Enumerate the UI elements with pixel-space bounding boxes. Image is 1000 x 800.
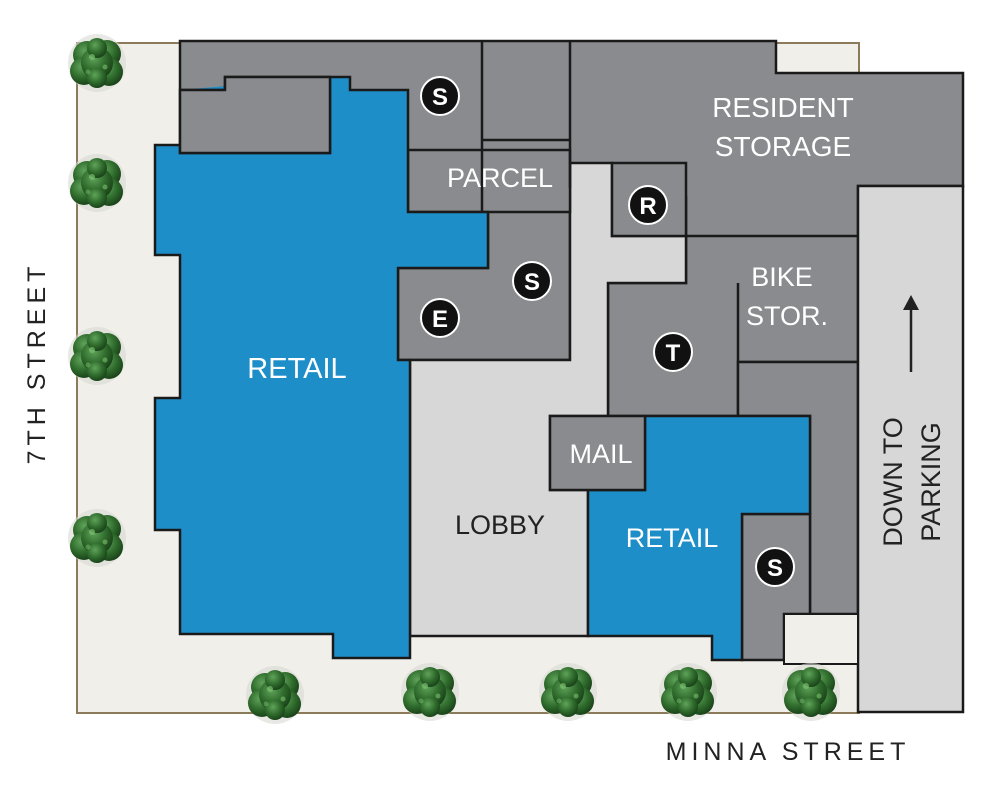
arrow-up-icon — [903, 295, 919, 372]
mail-label: MAIL — [569, 439, 632, 469]
trash-marker[interactable]: T — [653, 332, 693, 372]
svg-text:S: S — [524, 269, 540, 296]
west-street-label: 7TH STREET — [23, 262, 51, 465]
tree-icon — [659, 663, 717, 721]
tree-icon — [401, 663, 459, 721]
tree-icon — [68, 509, 126, 567]
tree-icon — [68, 34, 126, 92]
corner-pavement — [783, 613, 859, 665]
stair-marker-top[interactable]: S — [420, 76, 460, 116]
tree-icon — [246, 666, 304, 724]
retail-main-label: RETAIL — [247, 353, 346, 385]
resident-storage-label-line2: STORAGE — [715, 131, 851, 162]
svg-text:S: S — [432, 84, 448, 111]
svg-text:S: S — [767, 555, 783, 582]
south-street-label: MINNA STREET — [666, 738, 911, 766]
parking-ramp — [856, 184, 965, 714]
svg-text:T: T — [666, 340, 681, 367]
tree-icon — [539, 663, 597, 721]
bike-storage-label-line1: BIKE — [751, 262, 813, 292]
parcel-label: PARCEL — [447, 163, 553, 193]
restroom-marker[interactable]: R — [628, 185, 668, 225]
lobby-label: LOBBY — [455, 510, 545, 540]
resident-storage-label-line1: RESIDENT — [712, 92, 854, 123]
parking-label-line2: PARKING — [916, 422, 946, 542]
mail-room[interactable] — [548, 414, 647, 492]
parcel-room — [406, 148, 572, 214]
bike-storage-label-line2: STOR. — [746, 301, 828, 331]
tree-icon — [782, 663, 840, 721]
svg-text:E: E — [432, 306, 448, 333]
retail-small-label: RETAIL — [626, 523, 719, 553]
stair-marker-middle[interactable]: S — [512, 261, 552, 301]
tree-icon — [68, 327, 126, 385]
svg-text:R: R — [639, 193, 656, 220]
elevator-marker[interactable]: E — [420, 298, 460, 338]
tree-icon — [68, 154, 126, 212]
parking-label-line1: DOWN TO — [878, 417, 908, 547]
stair-marker-bottom[interactable]: S — [755, 547, 795, 587]
